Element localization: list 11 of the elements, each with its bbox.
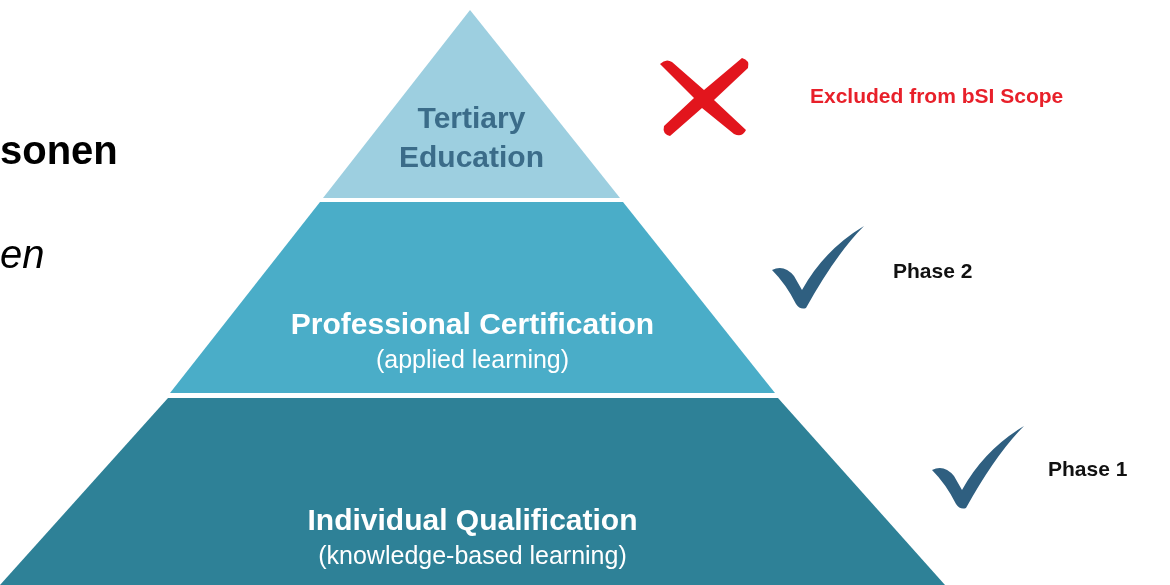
phase-label: Phase 1 <box>1048 457 1128 481</box>
tier-title: Tertiary Education <box>398 100 545 175</box>
scope-note: Excluded from bSI Scope <box>810 84 1064 108</box>
tier-title: Individual Qualification <box>307 501 638 538</box>
phase-label: Phase 2 <box>893 259 973 283</box>
subheading-text: en <box>0 232 45 277</box>
pyramid-tier <box>0 398 945 585</box>
tier-subtitle: (knowledge-based learning) <box>318 539 627 571</box>
heading-text: sonen <box>0 128 118 173</box>
tier-subtitle: (applied learning) <box>375 343 570 375</box>
tier-title: Professional Certification <box>290 305 655 342</box>
